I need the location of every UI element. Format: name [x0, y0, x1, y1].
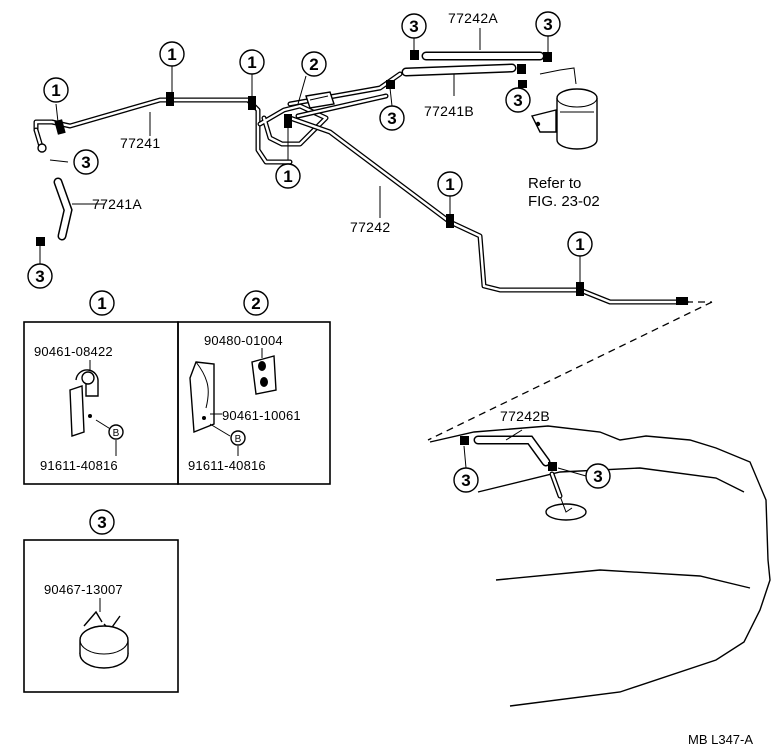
callout-3-mid-top: 3	[379, 105, 405, 131]
callout-1-top-a: 1	[159, 41, 185, 67]
dashed-continuation	[427, 301, 713, 441]
svg-text:3: 3	[409, 17, 418, 36]
detail2-part-cushion: 90480-01004	[204, 333, 283, 348]
svg-text:1: 1	[575, 235, 584, 254]
svg-text:3: 3	[35, 267, 44, 286]
callout-1-left: 1	[43, 77, 69, 103]
svg-text:3: 3	[593, 467, 602, 486]
svg-text:1: 1	[51, 81, 60, 100]
label-77241A: 77241A	[92, 196, 142, 212]
charcoal-canister	[530, 67, 598, 150]
callout-2-top: 2	[301, 51, 327, 77]
pipe-77241	[33, 97, 293, 165]
refer-to-text: Refer to	[528, 175, 581, 192]
callout-3-top-right: 3	[535, 11, 561, 37]
clamp-2-bracket	[305, 91, 335, 109]
svg-text:1: 1	[167, 45, 176, 64]
svg-text:1: 1	[97, 294, 106, 313]
detail-callout-1: 1	[89, 290, 115, 316]
detail-box-3	[23, 539, 179, 693]
detail-callout-3: 3	[89, 509, 115, 535]
svg-text:3: 3	[97, 513, 106, 532]
svg-text:3: 3	[461, 471, 470, 490]
label-77242: 77242	[350, 219, 390, 235]
callout-3-top-left: 3	[401, 13, 427, 39]
hose-77241B	[401, 63, 517, 77]
callout-1-top-b: 1	[239, 49, 265, 75]
svg-text:1: 1	[247, 53, 256, 72]
callout-3-tank-left: 3	[453, 467, 479, 493]
label-77241B: 77241B	[424, 103, 474, 119]
detail-callout-2: 2	[243, 290, 269, 316]
callout-1-right: 1	[567, 231, 593, 257]
svg-text:3: 3	[513, 91, 522, 110]
catalog-code: MB L347-A	[688, 732, 753, 747]
svg-text:3: 3	[543, 15, 552, 34]
svg-text:3: 3	[81, 153, 90, 172]
callout-3-left-lower: 3	[27, 263, 53, 289]
svg-text:1: 1	[283, 167, 292, 186]
hose-77242B	[460, 435, 557, 471]
svg-text:B: B	[235, 434, 242, 445]
clamp-2-drawing: B	[189, 348, 277, 456]
callout-1-junction: 1	[275, 163, 301, 189]
clamp-1-drawing: B	[69, 360, 124, 456]
svg-text:1: 1	[445, 175, 454, 194]
hose-77241A	[36, 143, 73, 246]
label-77241: 77241	[120, 135, 160, 151]
detail3-part-hose-clip: 90467-13007	[44, 582, 123, 597]
detail1-part-bolt: 91611-40816	[40, 458, 118, 473]
hose-clip-drawing	[79, 598, 129, 669]
svg-text:B: B	[113, 428, 120, 439]
leader-lines	[39, 28, 587, 477]
pipe-77242	[257, 103, 689, 305]
svg-text:2: 2	[251, 294, 260, 313]
callout-3-left-upper: 3	[73, 149, 99, 175]
svg-text:3: 3	[387, 109, 396, 128]
detail2-part-bolt: 91611-40816	[188, 458, 266, 473]
figure-reference: FIG. 23-02	[528, 193, 600, 210]
fuel-tank	[429, 425, 771, 707]
detail2-part-clamp: 90461-10061	[222, 408, 301, 423]
callout-1-mid: 1	[437, 171, 463, 197]
detail1-part-clamp: 90461-08422	[34, 344, 113, 359]
detail-box-2	[177, 321, 331, 485]
callout-3-canister: 3	[505, 87, 531, 113]
svg-text:2: 2	[309, 55, 318, 74]
label-77242B: 77242B	[500, 408, 550, 424]
label-77242A: 77242A	[448, 10, 498, 26]
callout-3-tank-right: 3	[585, 463, 611, 489]
